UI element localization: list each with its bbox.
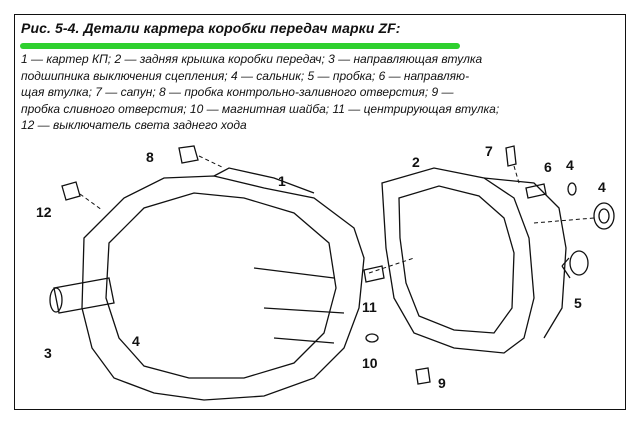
callout-label: 12 (36, 204, 52, 220)
seal-small (567, 182, 577, 196)
gearbox-housing (81, 175, 365, 401)
callout-label: 4 (598, 179, 606, 195)
figure-caption: 1 — картер КП; 2 — задняя крышка коробки… (21, 51, 621, 134)
drain-plug (415, 367, 431, 385)
caption-line: подшипника выключения сцепления; 4 — сал… (21, 68, 470, 83)
callout-label: 7 (485, 143, 493, 159)
magnetic-washer (365, 333, 379, 343)
callout-label: 5 (574, 295, 582, 311)
reverse-light-switch (61, 181, 81, 201)
plug (569, 250, 589, 276)
callout-label: 10 (362, 355, 378, 371)
seal (593, 202, 615, 230)
centering-sleeve (363, 265, 385, 283)
caption-line: 12 — выключатель света заднего хода (21, 118, 247, 132)
figure-title: Рис. 5-4. Детали картера коробки передач… (21, 20, 401, 36)
filler-plug (178, 145, 199, 164)
title-highlight (20, 43, 460, 49)
caption-line: пробка сливного отверстия; 10 — магнитна… (21, 101, 500, 116)
exploded-diagram (49, 145, 615, 401)
callout-label: 2 (412, 154, 420, 170)
callout-label: 9 (438, 375, 446, 391)
breather (505, 145, 517, 167)
guide-sleeve-6 (525, 183, 547, 199)
callout-label: 3 (44, 345, 52, 361)
callout-label: 4 (132, 333, 140, 349)
callout-label: 11 (362, 299, 377, 315)
caption-line: щая втулка; 7 — сапун; 8 — пробка контро… (21, 85, 454, 99)
callout-label: 8 (146, 149, 154, 165)
caption-line: 1 — картер КП; 2 — задняя крышка коробки… (21, 52, 483, 66)
guide-sleeve (53, 277, 115, 314)
callout-label: 1 (278, 173, 286, 189)
figure-frame (14, 14, 626, 410)
callout-label: 6 (544, 159, 552, 175)
callout-label: 4 (566, 157, 574, 173)
